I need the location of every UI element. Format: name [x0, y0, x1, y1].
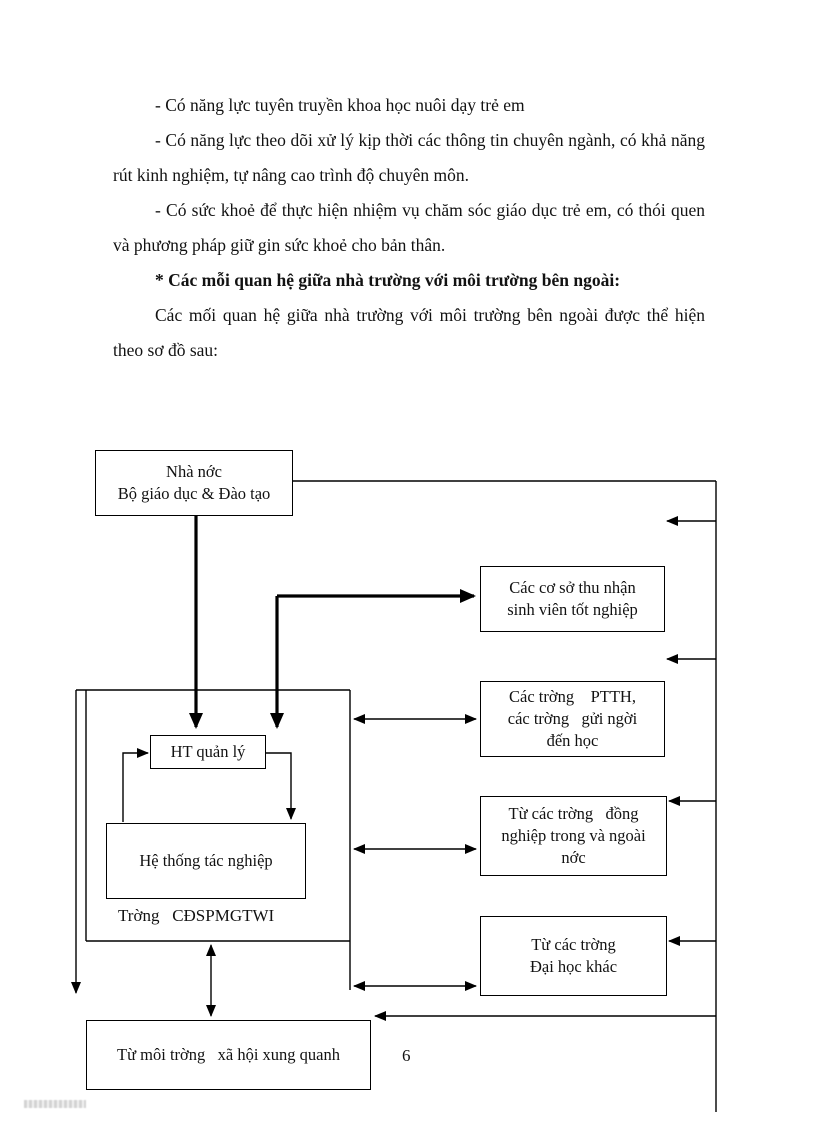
box-social-environment: Từ môi trờng xã hội xung quanh	[86, 1020, 371, 1090]
arrow-operations-to-management	[122, 748, 149, 822]
scan-artifact	[24, 1100, 86, 1108]
box-operations-system: Hệ thống tác nghiệp	[106, 823, 306, 899]
paragraph: Các mối quan hệ giữa nhà trường với môi …	[113, 305, 705, 360]
box-ministry: Nhà nớc Bộ giáo dục & Đào tạo	[95, 450, 293, 516]
paragraph: - Có năng lực tuyên truyền khoa học nuôi…	[155, 95, 525, 115]
paragraph: - Có năng lực theo dõi xử lý kịp thời cá…	[113, 130, 705, 185]
arrow-management-to-operations	[266, 752, 296, 820]
box-ptth-schools: Các trờng PTTH, các trờng gửi ngời đến h…	[480, 681, 665, 757]
paragraph-heading: * Các mỗi quan hệ giữa nhà trường với mô…	[155, 270, 621, 290]
paragraph: - Có sức khoẻ để thực hiện nhiệm vụ chăm…	[113, 200, 705, 255]
box-colleague-schools: Từ các trờng đồng nghiệp trong và ngoài …	[480, 796, 667, 876]
label-school-name: Trờng CĐSPMGTWI	[118, 906, 275, 925]
box-graduate-employers: Các cơ sở thu nhận sinh viên tốt nghiệp	[480, 566, 665, 632]
body-text: - Có năng lực tuyên truyền khoa học nuôi…	[113, 88, 705, 368]
box-other-universities: Từ các trờng Đại học khác	[480, 916, 667, 996]
page-number: 6	[402, 1046, 411, 1065]
box-management-system: HT quản lý	[150, 735, 266, 769]
